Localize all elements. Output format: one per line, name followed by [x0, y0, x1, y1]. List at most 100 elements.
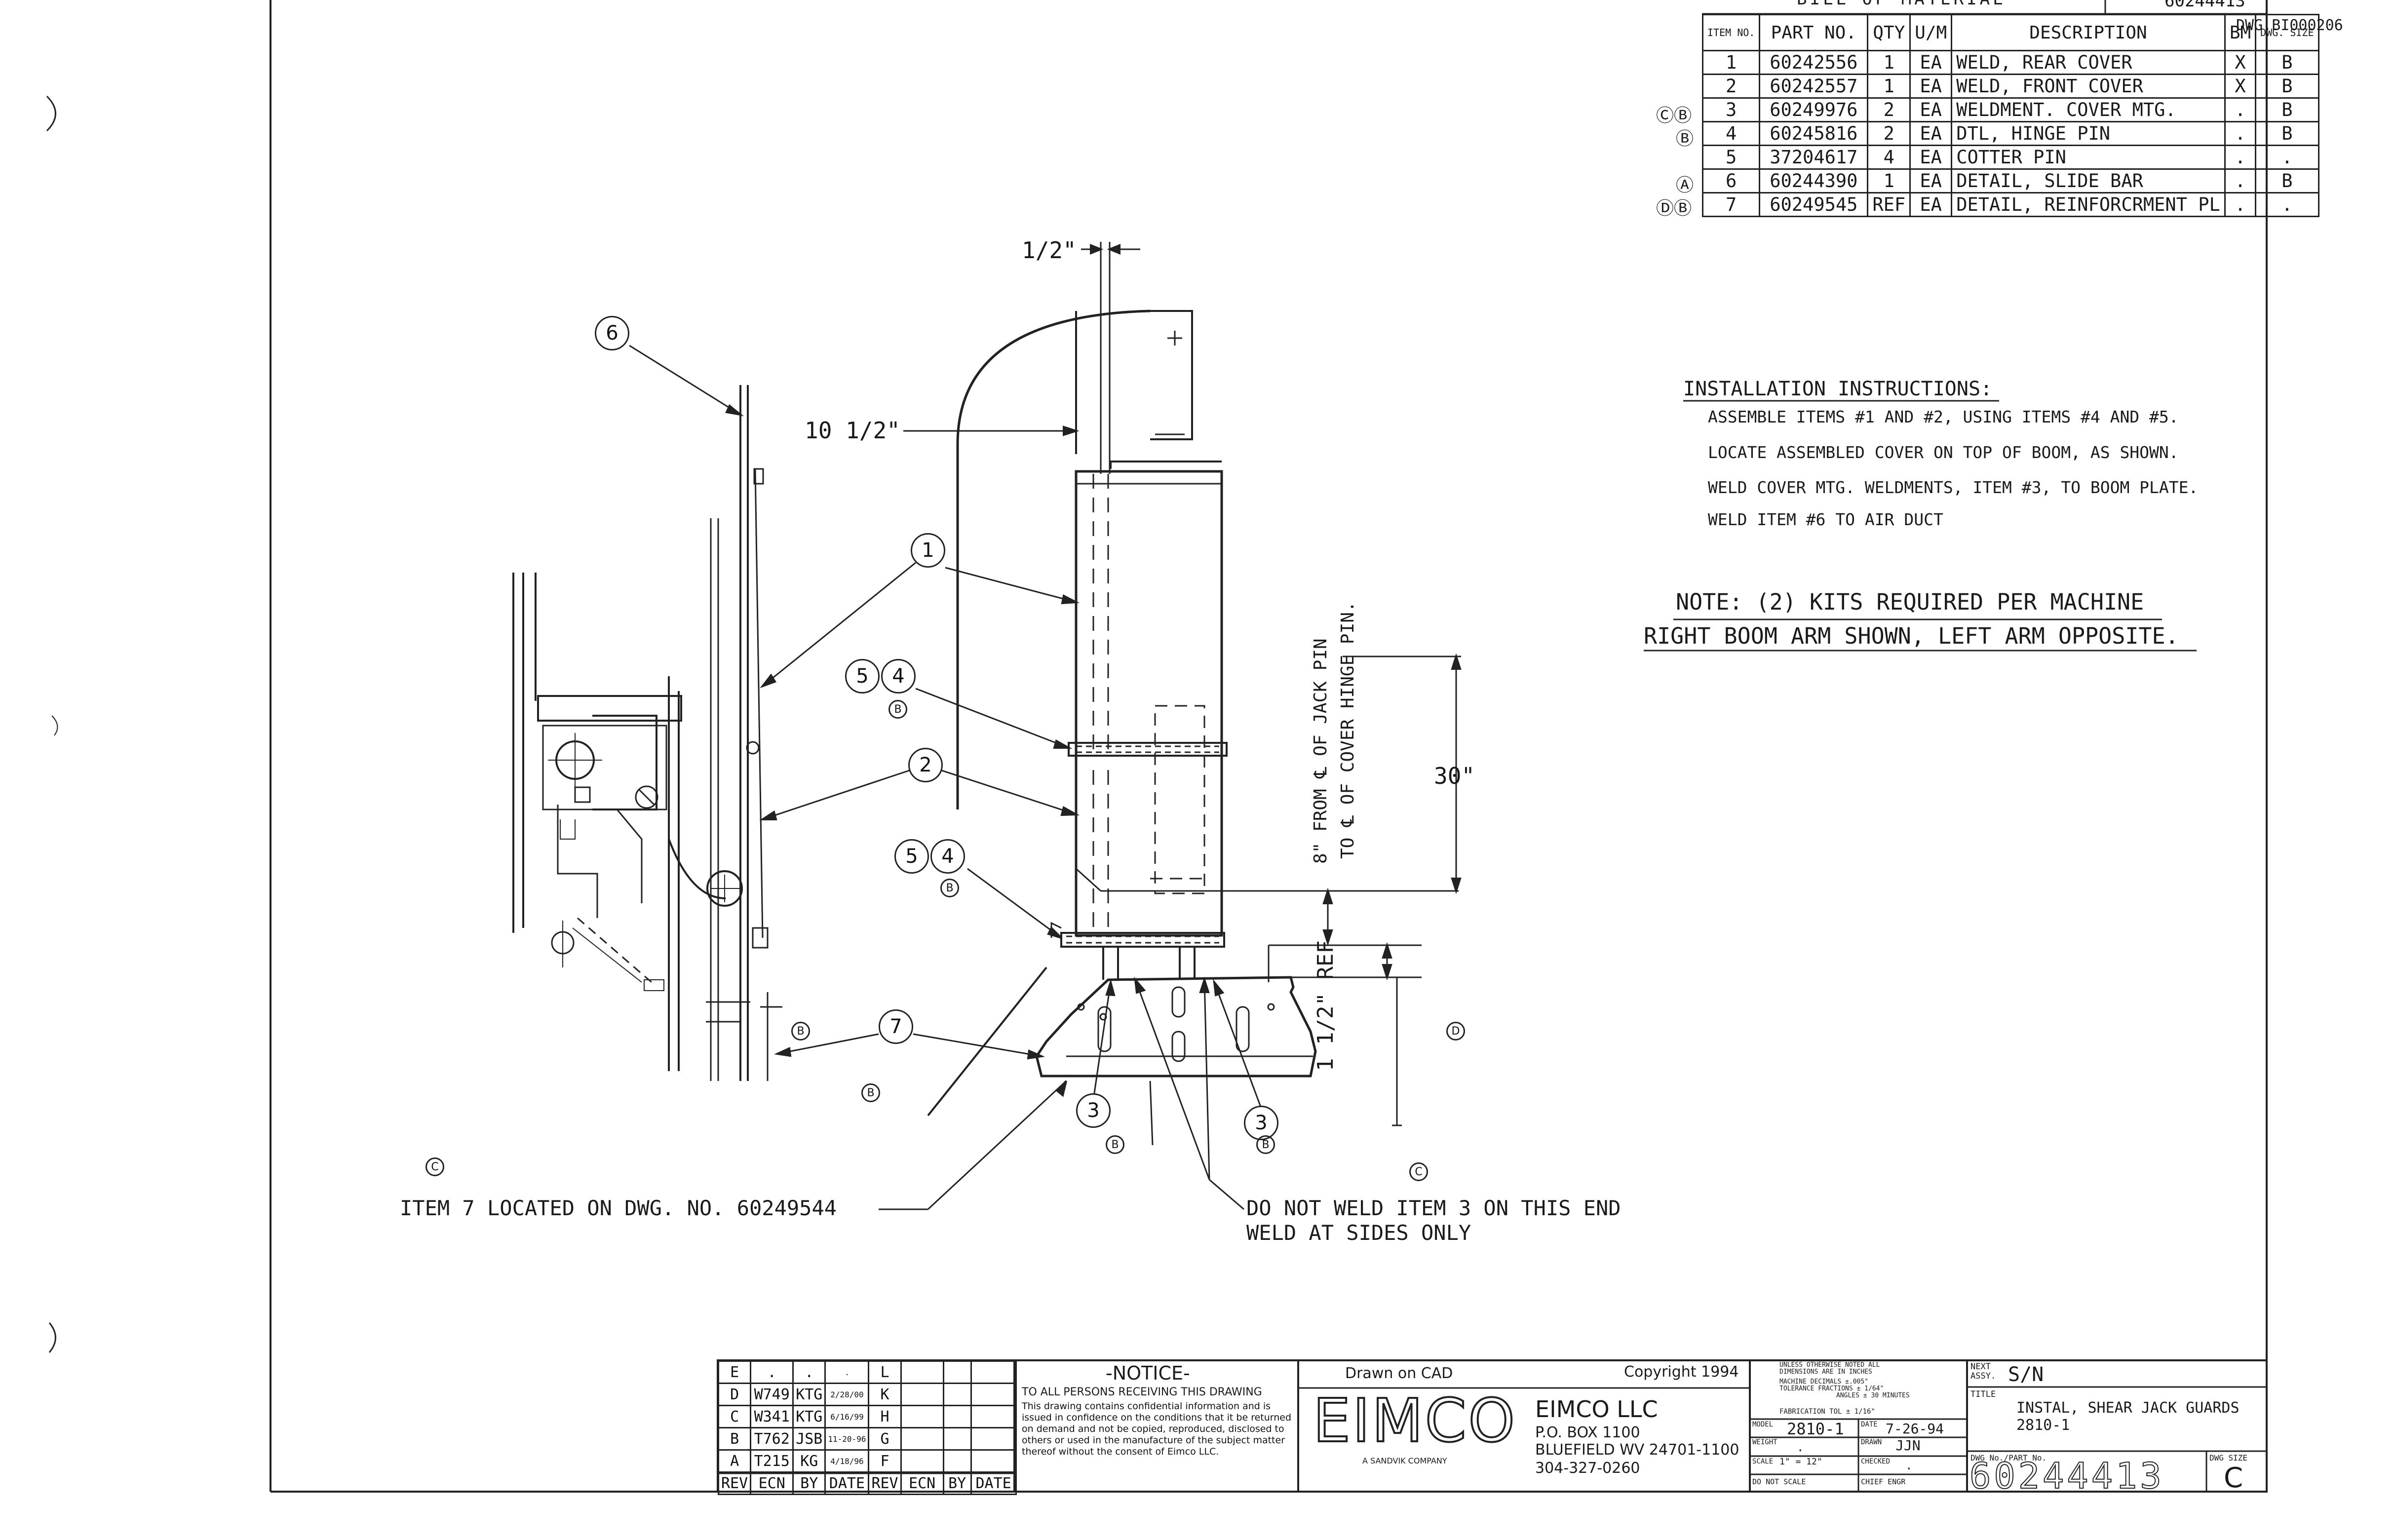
drawn-on-cad: Drawn on CAD: [1345, 1365, 1453, 1382]
bom-desc: WELD, REAR COVER: [1951, 50, 2226, 75]
bom-rev-mark: ⒸⒷ: [1656, 106, 1692, 126]
instruction-line: WELD COVER MTG. WELDMENTS, ITEM #3, TO B…: [1708, 478, 2199, 497]
eimco-logo: EIMCO: [1312, 1387, 1517, 1456]
rev-letter: C: [717, 1405, 752, 1428]
checked-value: .: [1905, 1459, 1913, 1472]
instruction-line: ASSEMBLE ITEMS #1 AND #2, USING ITEMS #4…: [1708, 407, 2179, 426]
model-label: MODEL: [1752, 1421, 1774, 1428]
rev-letter-2: G: [868, 1427, 902, 1451]
rev-header-cell: DATE: [970, 1471, 1017, 1495]
rev-letter-2: H: [868, 1405, 902, 1428]
note-line-2: RIGHT BOOM ARM SHOWN, LEFT ARM OPPOSITE.: [1644, 623, 2179, 649]
tolerance-line: TOLERANCE FRACTIONS ± 1/64": [1779, 1385, 1884, 1392]
bom-um: EA: [1909, 168, 1953, 193]
bom-qty: 2: [1867, 121, 1911, 146]
bom-size: B: [2255, 74, 2319, 99]
note-line-1: NOTE: (2) KITS REQUIRED PER MACHINE: [1676, 589, 2144, 615]
bom-col-item: ITEM NO.: [1701, 14, 1761, 51]
drawn-label: DRAWN: [1861, 1438, 1882, 1446]
item-balloon-3: 3: [1076, 1093, 1111, 1128]
eimco-logo-sub: A SANDVIK COMPANY: [1362, 1456, 1447, 1465]
title-line-1: INSTAL, SHEAR JACK GUARDS: [2016, 1399, 2240, 1417]
bom-um: EA: [1909, 145, 1953, 170]
dimension-half-inch: 1/2": [1022, 237, 1077, 264]
bom-um: EA: [1909, 74, 1953, 99]
notice-body: This drawing contains confidential infor…: [1022, 1401, 1292, 1457]
bom-bm: .: [2224, 168, 2257, 193]
revision-header-row: REV ECN BY DATE REV ECN BY DATE: [717, 1471, 1017, 1495]
rev-mark: D: [1446, 1022, 1465, 1040]
rev-letter-2: L: [868, 1360, 902, 1384]
bom-qty: 2: [1867, 97, 1911, 122]
rev-letter-2: K: [868, 1383, 902, 1406]
model-value: 2810-1: [1787, 1420, 1844, 1438]
rev-mark: B: [1256, 1135, 1275, 1154]
rev-date: 6/16/99: [824, 1405, 870, 1428]
next-assy-value: S/N: [2008, 1363, 2044, 1386]
item-balloon-1: 1: [911, 533, 945, 568]
bom-desc: DTL, HINGE PIN: [1951, 121, 2226, 146]
date-value: 7-26-94: [1886, 1421, 1944, 1437]
revision-row: B T762 JSB 11-20-96 G: [717, 1427, 1017, 1451]
bom-part: 60242557: [1759, 74, 1869, 99]
bom-col-qty: QTY: [1867, 14, 1911, 51]
bom-bm: .: [2224, 97, 2257, 122]
bom-item: 1: [1701, 50, 1761, 75]
rev-mark: B: [1106, 1135, 1124, 1154]
bom-um: EA: [1909, 97, 1953, 122]
bom-header-row: ITEM NO. PART NO. QTY U/M DESCRIPTION BM…: [1701, 14, 2319, 51]
rev-mark: C: [1409, 1162, 1428, 1181]
bom-part: 60245816: [1759, 121, 1869, 146]
tolerance-line: DIMENSIONS ARE IN INCHES: [1779, 1368, 1872, 1376]
weight-value: .: [1797, 1440, 1804, 1454]
dimension-ten-half: 10 1/2": [805, 417, 900, 444]
item-balloon-7: 7: [879, 1009, 913, 1044]
vertical-note-hinge-pin: TO ℄ OF COVER HINGE PIN.: [1338, 601, 1358, 859]
bom-bm: .: [2224, 145, 2257, 170]
bom-qty: 1: [1867, 74, 1911, 99]
bom-col-dwg-size: DWG. SIZE: [2255, 14, 2319, 51]
revision-row: C W341 KTG 6/16/99 H: [717, 1405, 1017, 1428]
bom-item: 4: [1701, 121, 1761, 146]
rev-letter: D: [717, 1383, 752, 1406]
item-balloon-5: 5: [894, 839, 929, 874]
rev-ecn: T215: [750, 1449, 794, 1473]
bom-header-number: 60244413: [2164, 0, 2245, 11]
bom-size: .: [2255, 145, 2319, 170]
bom-qty: 1: [1867, 50, 1911, 75]
bom-col-bm: BM: [2224, 14, 2257, 51]
company-address-2: BLUEFIELD WV 24701-1100: [1535, 1441, 1739, 1459]
item-balloon-2: 2: [908, 748, 943, 782]
bom-part: 37204617: [1759, 145, 1869, 170]
rev-date: 11-20-96: [824, 1427, 870, 1451]
table-row: 3 60249976 2 EA WELDMENT. COVER MTG. . B: [1701, 97, 2319, 122]
weight-label: WEIGHT: [1752, 1438, 1777, 1446]
scale-label: SCALE: [1752, 1458, 1774, 1465]
table-row: 5 37204617 4 EA COTTER PIN . .: [1701, 145, 2319, 170]
item-balloon-6: 6: [595, 316, 629, 350]
rev-mark: C: [425, 1157, 444, 1176]
tolerance-line: UNLESS OTHERWISE NOTED ALL: [1779, 1361, 1880, 1369]
rev-ecn: W341: [750, 1405, 794, 1428]
bom-item: 2: [1701, 74, 1761, 99]
bom-desc: DETAIL, REINFORCRMENT PL: [1951, 192, 2226, 217]
bom-qty: REF: [1867, 192, 1911, 217]
dwg-size-value: C: [2224, 1462, 2243, 1494]
instructions-heading: INSTALLATION INSTRUCTIONS:: [1683, 378, 1993, 400]
title-line-2: 2810-1: [2016, 1417, 2070, 1434]
dimension-thirty: 30": [1434, 763, 1475, 789]
copyright: Copyright 1994: [1624, 1363, 1739, 1381]
table-row: 4 60245816 2 EA DTL, HINGE PIN . B: [1701, 121, 2319, 146]
rev-date: 4/18/96: [824, 1449, 870, 1473]
dwg-no-label: DWG No./PART No.: [1970, 1453, 2047, 1463]
item7-location-note: ITEM 7 LOCATED ON DWG. NO. 60249544: [400, 1196, 837, 1220]
item-balloon-4: 4: [930, 839, 965, 874]
do-not-scale: DO NOT SCALE: [1752, 1477, 1806, 1486]
bom-bm: X: [2224, 74, 2257, 99]
item-balloon-5: 5: [845, 659, 880, 693]
company-address-1: P.O. BOX 1100: [1535, 1424, 1640, 1441]
date-label: DATE: [1861, 1421, 1878, 1428]
table-row: 2 60242557 1 EA WELD, FRONT COVER X B: [1701, 74, 2319, 99]
bom-desc: WELD, FRONT COVER: [1951, 74, 2226, 99]
